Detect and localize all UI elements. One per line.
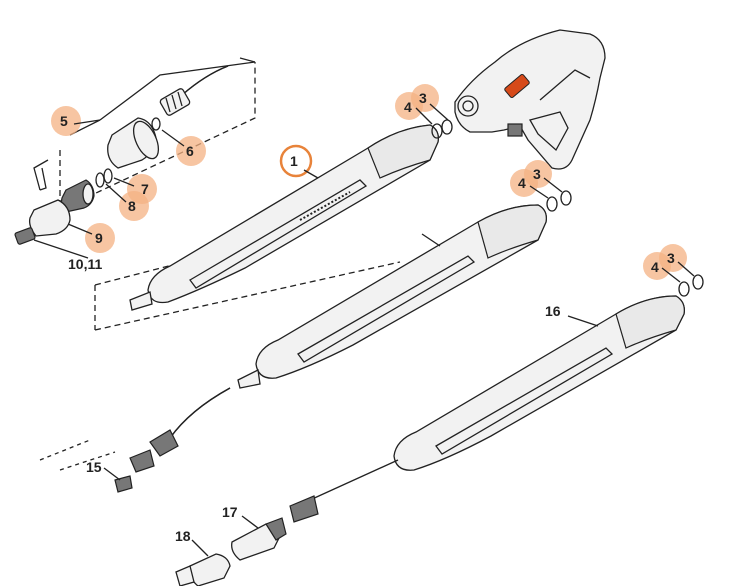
label-18: 18 — [175, 528, 191, 544]
lance-3 — [289, 295, 685, 523]
highlight-5 — [51, 106, 81, 136]
highlight-3b — [524, 160, 552, 188]
highlight-3c — [659, 244, 687, 272]
leader-16 — [567, 315, 599, 327]
o-ring-6 — [151, 117, 161, 131]
label-4a: 4 — [404, 99, 412, 115]
o-ring-lance-2-b — [560, 190, 572, 206]
o-ring-lance-1-a — [431, 123, 443, 139]
threaded-fitting — [159, 88, 191, 116]
highlight-8 — [119, 191, 149, 221]
lance-2 — [149, 204, 547, 457]
o-ring-lance-3-b — [692, 274, 704, 290]
lance-1 — [129, 124, 439, 311]
retaining-clip — [33, 159, 49, 191]
o-ring-lance-2-a — [546, 196, 558, 212]
spray-nozzle-cap — [175, 553, 231, 586]
label-10-11: 10,11 — [68, 256, 102, 272]
label-15: 15 — [86, 459, 102, 475]
label-4c: 4 — [651, 259, 659, 275]
label-9: 9 — [95, 230, 103, 246]
nozzle-cap — [28, 199, 71, 237]
label-1: 1 — [290, 153, 298, 169]
turbo-nozzle — [231, 517, 287, 561]
label-3a: 3 — [419, 90, 427, 106]
highlight-9 — [85, 223, 115, 253]
nozzle-nut-large — [107, 117, 160, 169]
label-5: 5 — [60, 113, 68, 129]
label-3c: 3 — [667, 250, 675, 266]
leader-lines — [33, 103, 695, 557]
label-16: 16 — [545, 303, 561, 319]
o-ring-8 — [103, 168, 113, 184]
spray-gun — [454, 29, 606, 170]
label-7: 7 — [141, 181, 149, 197]
label-3b: 3 — [533, 166, 541, 182]
label-8: 8 — [128, 198, 136, 214]
o-ring-lance-3-a — [678, 281, 690, 297]
dashed-guide — [39, 439, 116, 471]
o-ring-7 — [95, 172, 105, 188]
highlight-6 — [176, 136, 206, 166]
nozzle-body-small — [60, 179, 95, 213]
label-6: 6 — [186, 143, 194, 159]
o-ring-lance-1-b — [441, 119, 453, 135]
angled-nozzle — [114, 449, 155, 493]
label-17: 17 — [222, 504, 238, 520]
label-4b: 4 — [518, 175, 526, 191]
highlight-1-selected — [279, 144, 313, 178]
hose-segment — [181, 65, 229, 96]
nozzle-tip — [14, 227, 36, 245]
leader-lance-2 — [421, 233, 441, 247]
